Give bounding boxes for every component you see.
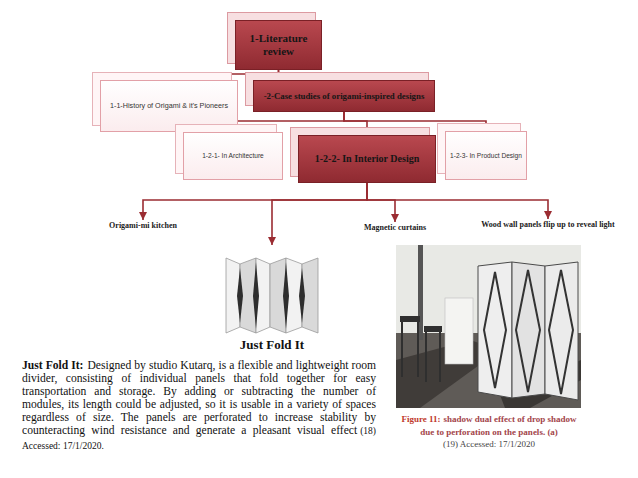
table-column [445,298,473,364]
hinge-slit [237,268,243,323]
example-label: Wood wall panels flip up to reveal light [474,219,622,231]
figure-caption: Figure 11:shadow dual effect of drop sha… [395,413,583,451]
topic-box: 1-1-History of Origami & it's Pioneers [100,80,238,132]
hinge-slit [299,268,305,323]
example-label: Origami-mi kitchen [93,220,193,232]
node-text: 1-2-1- In Architecture [202,152,264,160]
arrow-connector [143,183,367,220]
tree-connector [169,70,279,80]
panel-diamond [484,272,506,388]
stool-leg [439,332,441,382]
hinge-slit [253,262,259,329]
node-text: Wood wall panels flip up to reveal light [481,220,614,229]
node-text: Origami-mi kitchen [109,221,177,230]
topic-box: -2-Case studies of origami-inspired desi… [253,80,435,112]
node-text: 1-1-History of Origami & it's Pioneers [110,102,228,110]
example-figure: Just Fold It [222,245,322,355]
tree-connector [344,112,367,135]
stool-seat [400,316,420,322]
divider-panel [512,262,545,398]
node-text: 1-Literature review [240,32,317,57]
node-text: Magnetic curtains [364,223,426,232]
node-text: 1-2-2- In Interior Design [315,153,420,165]
divider-panel [478,262,512,398]
folding-panels-illustration [226,258,318,333]
node-text: 1-2-3- In Product Design [450,152,522,160]
caption-text: shadow dual effect of drop shadow due to… [420,414,576,437]
hinge-slit [283,262,289,329]
paragraph-heading: Just Fold It: [22,359,83,372]
arrow-connector [367,183,548,219]
tree-connector [233,112,344,132]
divider-panel [545,262,578,400]
body-paragraph: Just Fold It:Designed by studio Kutarq, … [22,359,376,453]
node-text: -2-Case studies of origami-inspired desi… [264,91,425,101]
tree-connector [279,70,345,80]
node-text: Just Fold It [240,338,304,353]
panel-diamond [549,270,573,394]
stool-leg [417,322,419,377]
stool-seat [424,326,442,332]
panel-diamond [516,270,540,392]
example-label: Magnetic curtains [355,222,435,234]
photo-background [396,245,581,408]
stool-leg [425,332,427,382]
root-box: 1-Literature review [235,20,322,70]
stool-leg [401,322,403,377]
room-divider-photo [396,245,581,408]
reference-note: (19) Accessed: 17/1/2020 [395,438,583,451]
figure-number: Figure 11: [401,414,440,424]
subtopic-box: 1-2-1- In Architecture [183,132,283,180]
subtopic-box: 1-2-3- In Product Design [445,131,527,180]
subtopic-box: 1-2-2- In Interior Design [298,135,436,183]
arrow-connector [272,183,367,245]
tree-connector [344,112,486,131]
arrow-connector [367,183,395,222]
